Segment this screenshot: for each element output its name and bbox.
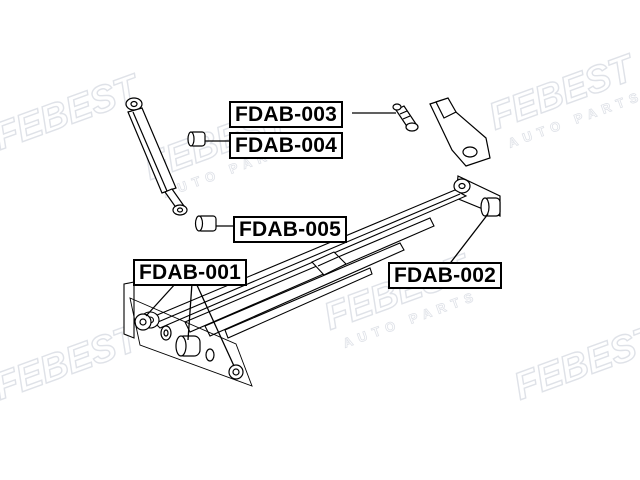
- bushing-fdab-002-end: [480, 197, 490, 217]
- bushing-fdab-003-rib: [399, 110, 408, 115]
- shock-bottom-eye-hole: [176, 207, 184, 213]
- part-label-fdab-002: FDAB-002: [388, 262, 502, 289]
- shock-absorber: [125, 97, 188, 216]
- bushing-fdab-001-b-end: [175, 335, 187, 357]
- shackle-plate: [429, 99, 491, 167]
- bushing-fdab-003-bottom: [405, 122, 419, 132]
- part-label-fdab-001: FDAB-001: [133, 259, 247, 286]
- leaf-4: [224, 267, 373, 339]
- shackle-eye-hole: [458, 182, 466, 190]
- bushing-fdab-001-a-hole: [139, 318, 147, 326]
- leader-fdab-002: [447, 213, 489, 267]
- watermark-brand-text: FEBEST: [0, 67, 147, 159]
- watermark-top-left: FEBEST: [0, 66, 147, 159]
- spring-clamp-line: [317, 256, 339, 267]
- bushing-fdab-004: [187, 131, 206, 147]
- front-bracket-outline: [129, 297, 253, 387]
- shock-body-shade: [132, 111, 168, 192]
- part-label-fdab-004: FDAB-004: [229, 132, 343, 159]
- shackle-bolt: [462, 146, 478, 158]
- washer-2: [205, 348, 215, 362]
- leader-lines: [145, 112, 489, 367]
- watermark-bottom-right: FEBEST: [508, 316, 640, 409]
- leaf-spring: [123, 189, 468, 339]
- front-bracket-plate: [123, 281, 135, 339]
- washer-hole: [163, 329, 169, 337]
- part-label-fdab-005: FDAB-005: [233, 216, 347, 243]
- leader-fdab-001-c: [195, 282, 235, 367]
- bushing-fdab-001-c-hole: [232, 368, 240, 376]
- bushing-fdab-005-end: [194, 215, 204, 232]
- leader-fdab-001-a: [145, 282, 177, 317]
- bushing-fdab-005: [194, 215, 217, 232]
- watermark-right-top: FEBEST AUTO PARTS: [483, 46, 640, 151]
- bushing-fdab-004-end: [187, 131, 195, 147]
- bushing-fdab-003: [392, 103, 419, 132]
- watermark-brand-text: FEBEST: [509, 317, 640, 409]
- bushing-fdab-003-rib: [402, 115, 411, 120]
- shackle-top-mount: [435, 97, 457, 119]
- shock-top-eye-hole: [130, 100, 138, 108]
- bushing-fdab-001-set: [129, 297, 253, 387]
- part-label-fdab-003: FDAB-003: [229, 101, 343, 128]
- leader-fdab-001-b: [187, 282, 193, 341]
- bushing-fdab-003-top: [392, 103, 402, 111]
- leaf-3: [204, 242, 405, 337]
- bushing-fdab-002: [480, 197, 501, 217]
- leaf-line: [157, 193, 461, 323]
